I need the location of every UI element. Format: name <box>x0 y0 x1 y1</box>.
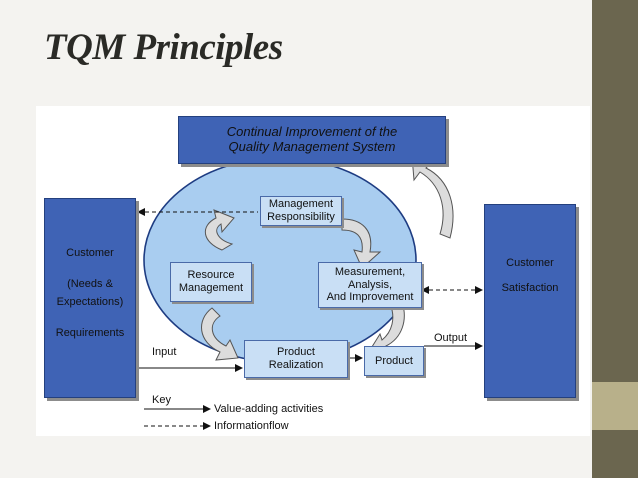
measurement-line1: Measurement, <box>334 266 406 279</box>
curved-arrow-to-top-box <box>411 155 454 239</box>
measurement-line3: And Improvement <box>326 291 414 304</box>
customer-label: Customer <box>66 247 114 259</box>
expectations-label: Expectations) <box>56 296 124 309</box>
requirements-label: Requirements <box>55 326 125 339</box>
measurement-line2: Analysis, <box>347 278 393 291</box>
side-accent-stripe <box>592 382 638 430</box>
tqm-diagram: Continual Improvement of the Quality Man… <box>36 106 590 436</box>
curved-arrow-resource-to-management <box>205 209 235 251</box>
satisfaction-label: Satisfaction <box>501 281 559 294</box>
key-value-adding-label: Value-adding activities <box>214 403 324 415</box>
key-title: Key <box>152 394 171 406</box>
needs-label: (Needs & <box>67 277 113 290</box>
customer-requirements-box: Customer (Needs & Expectations) Requirem… <box>44 198 136 398</box>
continual-improvement-line1: Continual Improvement of the <box>226 124 398 140</box>
slide-title: TQM Principles <box>44 27 283 68</box>
output-label: Output <box>434 332 468 344</box>
information-flow-arrows <box>137 208 483 294</box>
continual-improvement-box: Continual Improvement of the Quality Man… <box>178 116 446 164</box>
curved-arrow-management-to-measurement <box>341 218 382 269</box>
process-ellipse <box>143 157 417 363</box>
curved-arrow-measurement-to-product <box>369 301 405 355</box>
diagram-graphics <box>137 155 483 430</box>
resource-line2: Management <box>178 282 244 294</box>
continual-improvement-line2: Quality Management System <box>228 139 396 154</box>
management-responsibility-box: Management Responsibility <box>260 196 342 226</box>
product-box: Product <box>364 346 424 376</box>
key-information-flow-label: Informationflow <box>214 420 289 432</box>
product-label: Product <box>375 354 413 367</box>
resource-line1: Resource <box>187 269 235 282</box>
management-line1: Management <box>268 198 334 211</box>
management-line2: Responsibility <box>267 211 335 223</box>
realization-line2: Realization <box>268 359 324 371</box>
value-flow-arrows <box>137 342 483 372</box>
realization-line1: Product <box>277 346 315 359</box>
input-label: Input <box>152 346 177 358</box>
measurement-analysis-box: Measurement, Analysis, And Improvement <box>318 262 422 308</box>
curved-arrow-resource-to-realization <box>201 307 239 361</box>
resource-management-box: Resource Management <box>170 262 252 302</box>
product-realization-box: Product Realization <box>244 340 348 378</box>
customer-satisfaction-box: Customer Satisfaction <box>484 204 576 398</box>
satisfaction-customer-label: Customer <box>506 257 554 269</box>
